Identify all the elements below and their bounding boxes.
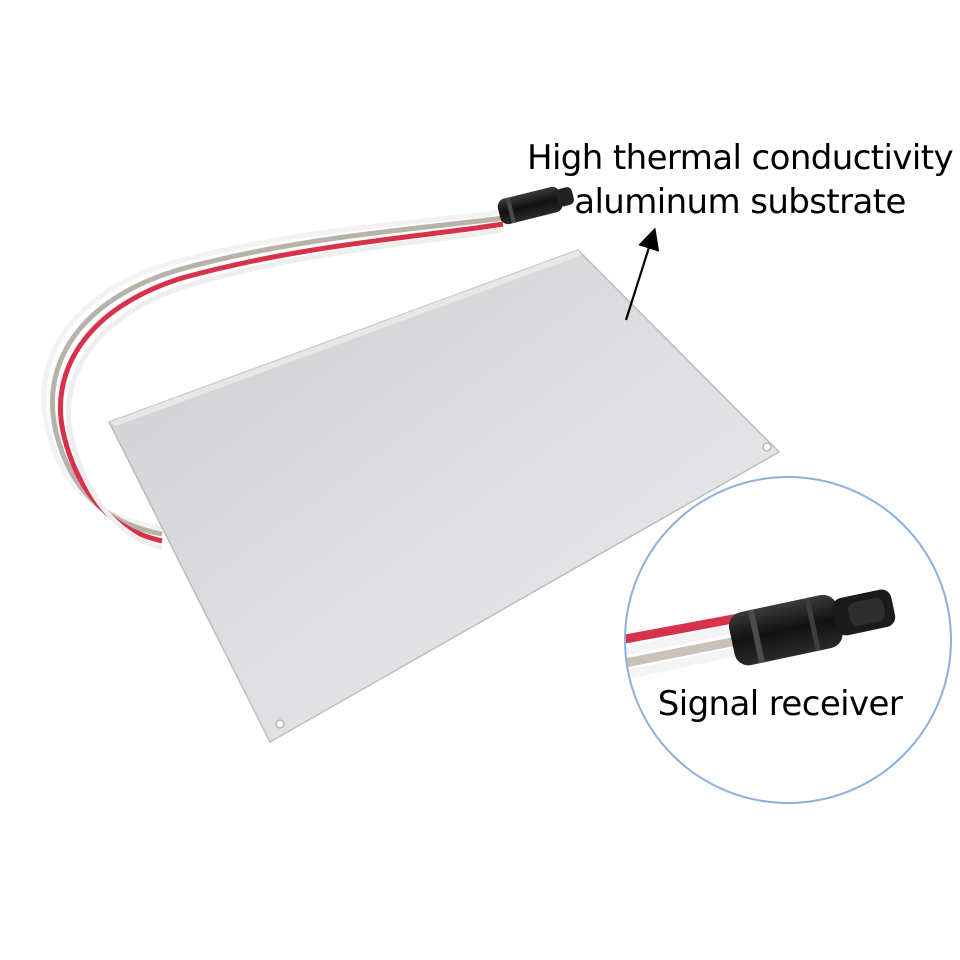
- wire-red: [58, 221, 504, 544]
- wire-harness: [41, 209, 504, 551]
- substrate-annotation-line-2: aluminum substrate: [574, 182, 906, 222]
- pointer-arrow: [624, 227, 660, 321]
- detail-inset: [624, 476, 952, 804]
- mounting-hole: [762, 442, 772, 452]
- connector-closeup: [728, 589, 896, 666]
- receiver-annotation: Signal receiver: [657, 684, 903, 724]
- substrate-annotation: High thermal conductivity aluminum subst…: [520, 138, 960, 226]
- substrate-annotation-line-1: High thermal conductivity: [526, 138, 954, 178]
- aluminum-plate: [107, 249, 781, 744]
- connector-top: [497, 186, 574, 225]
- wire-grey: [50, 215, 504, 537]
- wire-white-1: [41, 209, 504, 531]
- wire-white-2: [66, 227, 504, 551]
- mounting-hole: [275, 719, 285, 729]
